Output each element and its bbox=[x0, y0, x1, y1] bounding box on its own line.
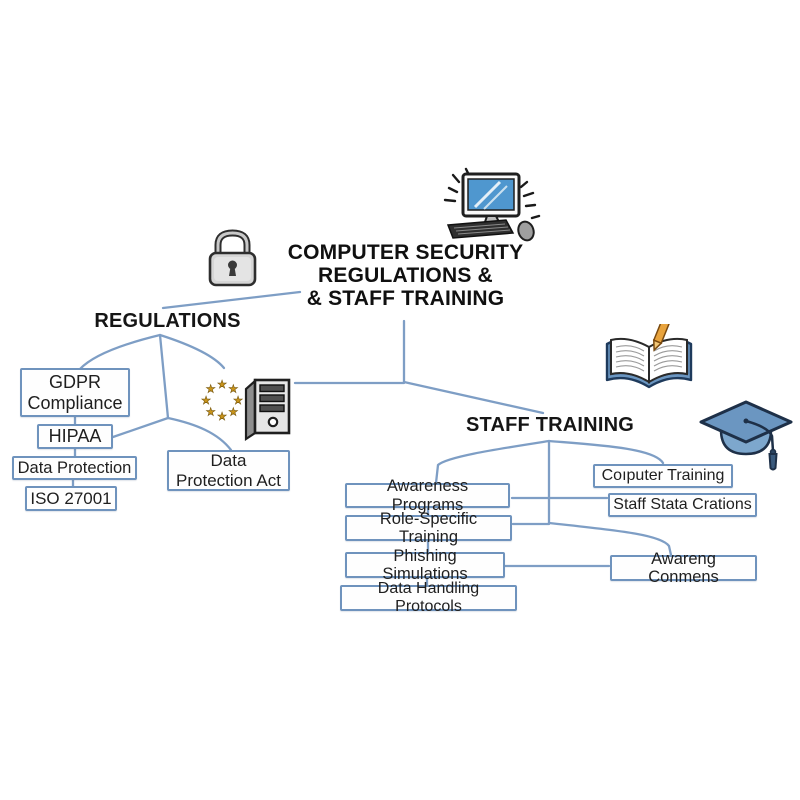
node-awareness-programs: Awareness Programs bbox=[345, 477, 510, 514]
node-gdpr-compliance: GDPR Compliance bbox=[20, 368, 130, 417]
node-hipaa: HIPAA bbox=[37, 424, 113, 449]
regulations-branch-label: REGULATIONS bbox=[94, 310, 241, 332]
svg-text:★: ★ bbox=[217, 379, 227, 391]
node-phishing-simulations: Phishing Simulations bbox=[345, 547, 505, 583]
node-data-protection: Data Protection bbox=[12, 456, 137, 480]
svg-text:★: ★ bbox=[228, 406, 238, 418]
title-line-3: & STAFF TRAINING bbox=[306, 287, 505, 310]
server-icon bbox=[244, 378, 291, 442]
node-computer-training: Coıputer Training bbox=[593, 464, 733, 488]
eu-stars-icon: ★★ ★★ ★★ ★★ bbox=[201, 379, 244, 424]
svg-text:★: ★ bbox=[201, 395, 211, 407]
svg-text:★: ★ bbox=[206, 384, 216, 396]
node-awareng-conmens: Awareng Conmens bbox=[610, 550, 757, 586]
open-book-icon bbox=[605, 324, 693, 389]
svg-text:★: ★ bbox=[206, 406, 216, 418]
node-data-protection-act: Data Protection Act bbox=[167, 450, 290, 491]
svg-text:★: ★ bbox=[233, 395, 243, 407]
graduation-cap-icon bbox=[699, 400, 793, 471]
diagram-title: COMPUTER SECURITY REGULATIONS & & STAFF … bbox=[268, 241, 543, 310]
svg-text:★: ★ bbox=[228, 384, 238, 396]
node-staff-stata-crations: Staff Stata Crations bbox=[608, 493, 757, 517]
node-role-specific-training: Role-Specific Training bbox=[345, 510, 512, 546]
computer-icon bbox=[443, 167, 541, 242]
staff-training-branch-label: STAFF TRAINING bbox=[466, 414, 634, 436]
title-line-2: REGULATIONS & bbox=[318, 264, 493, 287]
node-data-handling-protocols: Data Handling Protocols bbox=[340, 580, 517, 615]
node-iso-27001: ISO 27001 bbox=[25, 486, 117, 511]
lock-icon bbox=[208, 229, 257, 287]
title-line-1: COMPUTER SECURITY bbox=[287, 241, 524, 264]
svg-text:★: ★ bbox=[217, 411, 227, 423]
